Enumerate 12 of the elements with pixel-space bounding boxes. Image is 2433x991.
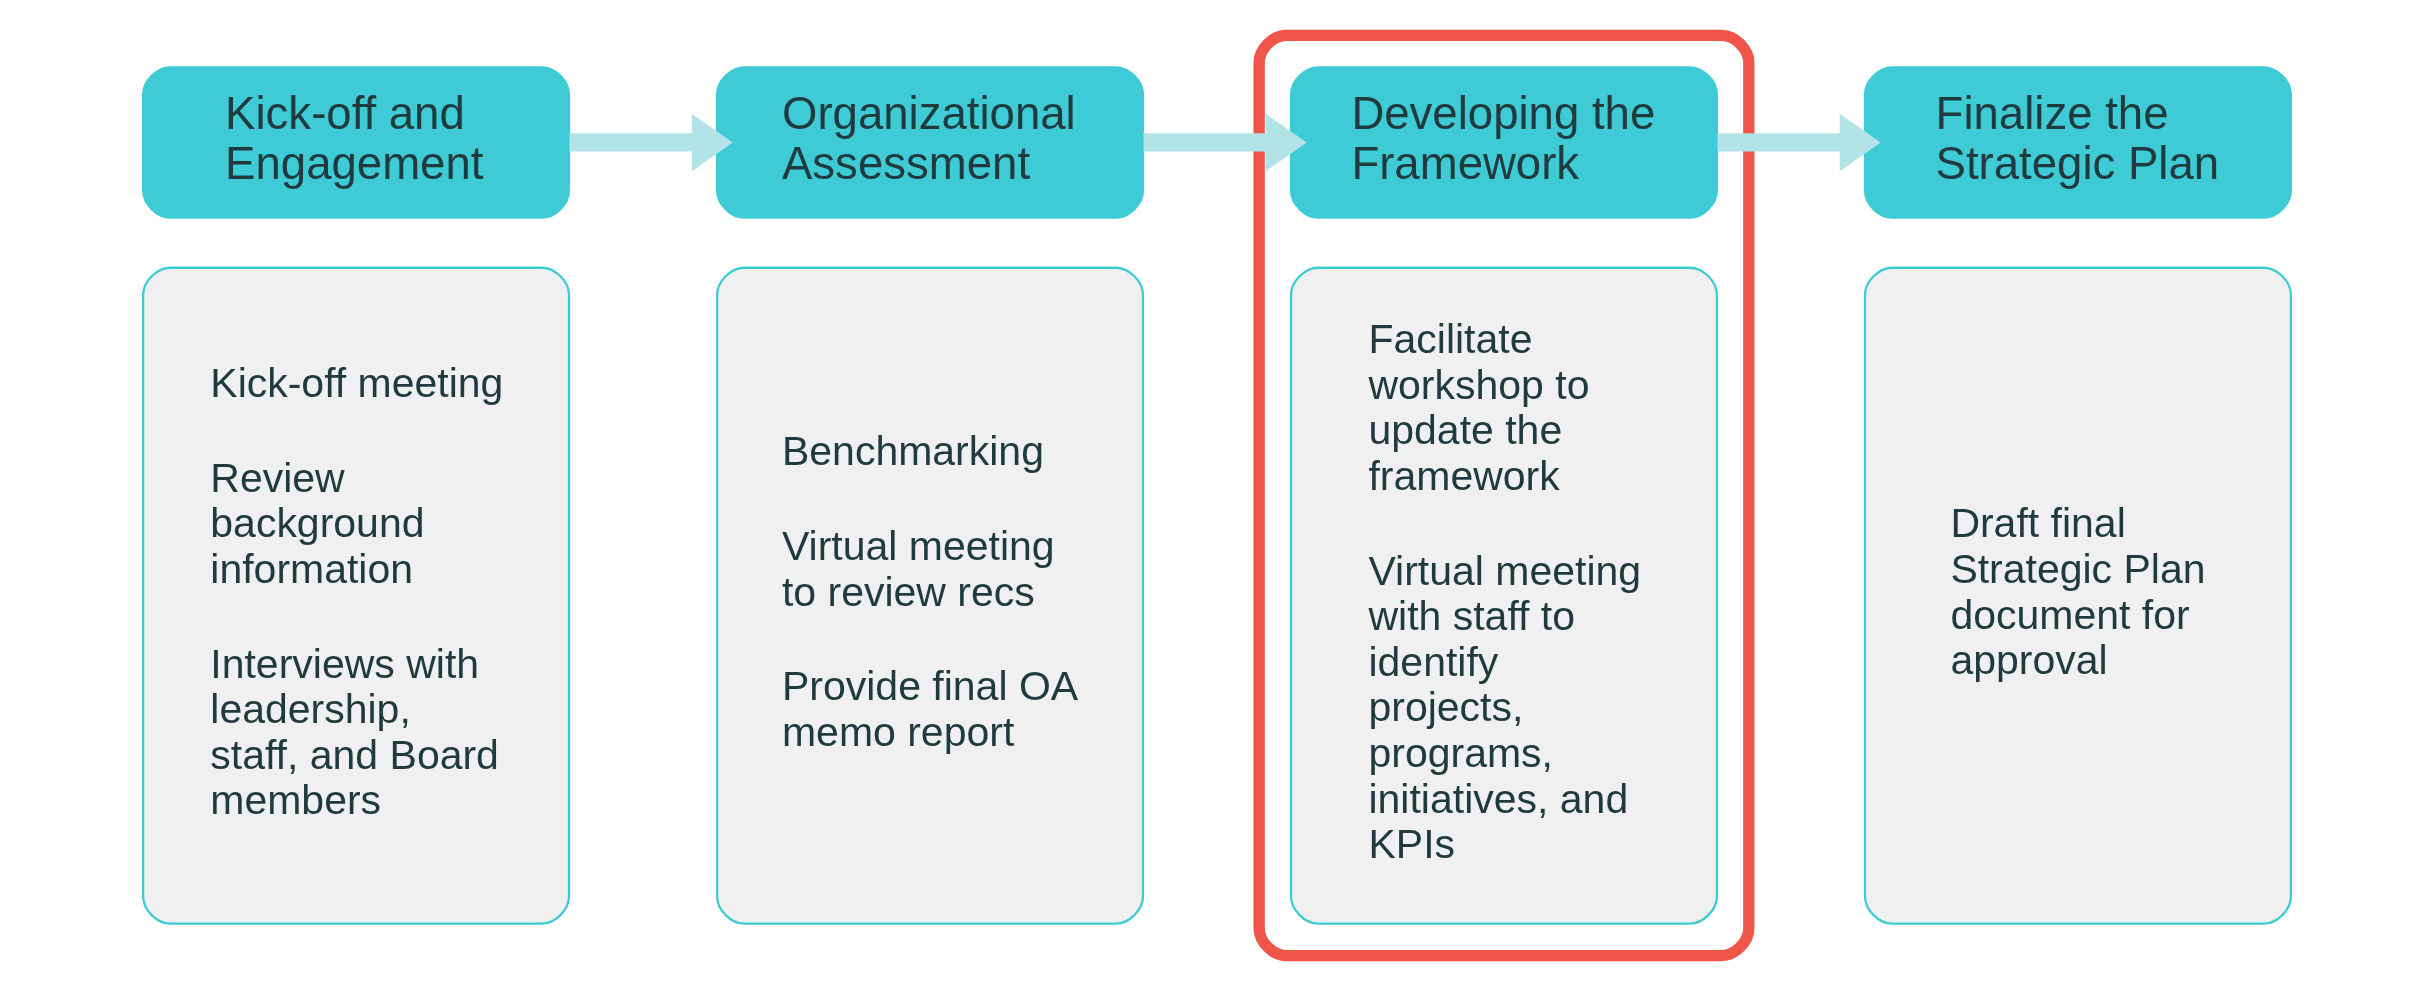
arrow <box>1143 113 1307 172</box>
node-box: Developing the Framework <box>1289 66 1718 219</box>
node-box: Draft final Strategic Plan document for approval <box>1863 266 2292 925</box>
arrow <box>1717 113 1881 172</box>
arrow <box>569 113 733 172</box>
node-box: Kick-off meeting Review background information Interviews with leadership, staff, and Board members <box>141 266 570 925</box>
node-box: Finalize the Strategic Plan <box>1863 66 2292 219</box>
node-box: Organizational Assessment <box>715 66 1144 219</box>
node-box: Facilitate workshop to update the framework Virtual meeting with staff to identify projects, programs, initiatives, and KPIs <box>1289 266 1718 925</box>
cluster <box>1252 29 1754 962</box>
node-box: Benchmarking Virtual meeting to review recs Provide final OA memo report <box>715 266 1144 925</box>
node-box: Kick-off and Engagement <box>141 66 570 219</box>
